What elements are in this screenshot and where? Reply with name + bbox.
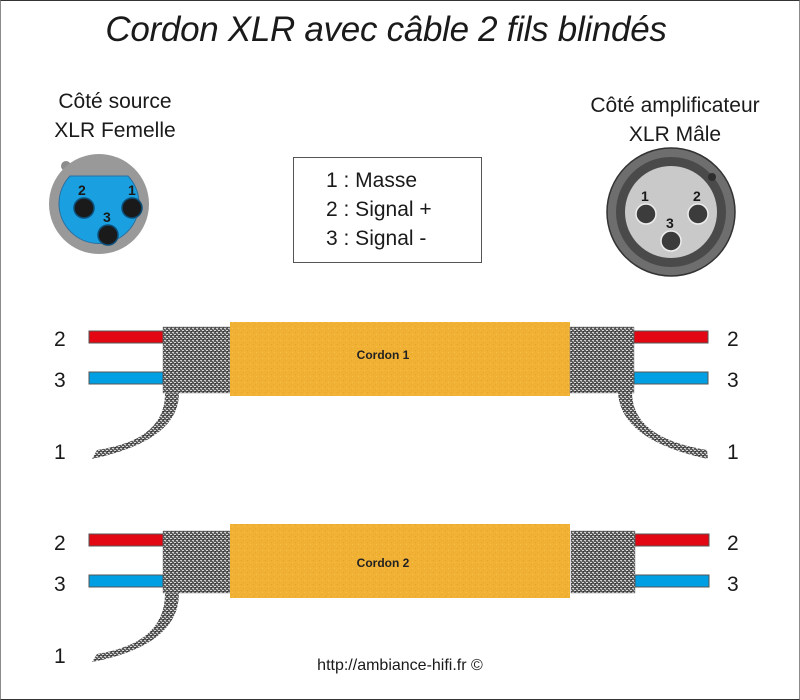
male-insert xyxy=(625,166,717,258)
legend-item-signal-minus: 3 : Signal - xyxy=(326,227,427,250)
footer-credit: http://ambiance-hifi.fr © xyxy=(317,657,483,674)
diagram-title: Cordon XLR avec câble 2 fils blindés xyxy=(105,10,667,49)
shield-braid-right xyxy=(569,326,635,394)
male-pin-label-2: 2 xyxy=(693,188,701,204)
wire-label-right-2: 2 xyxy=(727,532,739,555)
female-pin-label-2: 2 xyxy=(78,182,86,198)
legend-item-ground: 1 : Masse xyxy=(326,169,418,192)
cable-jacket xyxy=(230,524,570,598)
female-pin-label-1: 1 xyxy=(128,182,136,198)
wire-label-right-3: 3 xyxy=(727,573,739,596)
cable-jacket xyxy=(230,322,570,396)
shield-lead-left xyxy=(92,592,180,662)
source-side-label: Côté source XLR Femelle xyxy=(20,87,210,145)
shield-braid-left xyxy=(162,530,231,594)
cordon-2: Cordon 2 2 3 1 2 3 xyxy=(54,524,739,668)
wire-label-left-3: 3 xyxy=(54,369,66,392)
amp-side-title: Côté amplificateur xyxy=(590,94,760,117)
source-side-title: Côté source xyxy=(58,90,172,113)
male-pin-3 xyxy=(660,230,682,252)
female-pin-label-3: 3 xyxy=(103,209,111,225)
wire-signal-minus-right xyxy=(634,574,710,588)
wire-signal-minus-left xyxy=(88,371,164,385)
male-latch-notch xyxy=(708,173,716,181)
wire-label-right-3: 3 xyxy=(727,369,739,392)
female-xlr-connector: 2 1 3 xyxy=(49,154,149,254)
wire-label-left-1: 1 xyxy=(54,645,66,668)
wire-signal-minus-right xyxy=(633,371,709,385)
shield-braid-left xyxy=(162,326,231,394)
legend-item-signal-plus: 2 : Signal + xyxy=(326,198,432,221)
shield-lead-right xyxy=(618,392,708,459)
cordon-1: Cordon 1 2 3 1 2 3 1 xyxy=(54,322,739,464)
female-pin-1-socket xyxy=(121,197,143,219)
wire-signal-plus-right xyxy=(634,533,710,547)
female-pin-3-socket xyxy=(97,224,119,246)
shield-lead-left xyxy=(92,392,180,459)
male-xlr-connector: 1 2 3 xyxy=(606,147,736,277)
male-pin-label-1: 1 xyxy=(641,188,649,204)
male-pin-label-3: 3 xyxy=(666,215,674,231)
wire-signal-plus-right xyxy=(633,330,709,344)
amp-side-label: Côté amplificateur XLR Mâle xyxy=(560,91,790,149)
pin-legend: 1 : Masse 2 : Signal + 3 : Signal - xyxy=(293,157,482,263)
source-connector-type: XLR Femelle xyxy=(54,119,176,142)
wire-signal-plus-left xyxy=(88,533,164,547)
wire-label-left-2: 2 xyxy=(54,328,66,351)
shield-braid-right xyxy=(570,530,636,594)
male-pin-2 xyxy=(687,203,709,225)
female-pin-2-socket xyxy=(73,197,95,219)
wire-label-right-2: 2 xyxy=(727,328,739,351)
wire-signal-plus-left xyxy=(88,330,164,344)
wire-label-left-1: 1 xyxy=(54,441,66,464)
wire-label-left-2: 2 xyxy=(54,532,66,555)
male-pin-1 xyxy=(635,203,657,225)
wire-label-right-1: 1 xyxy=(727,441,739,464)
wire-signal-minus-left xyxy=(88,574,164,588)
cordon-label: Cordon 1 xyxy=(357,348,410,362)
amp-connector-type: XLR Mâle xyxy=(628,123,722,146)
wire-label-left-3: 3 xyxy=(54,573,66,596)
cordon-label: Cordon 2 xyxy=(357,556,410,570)
